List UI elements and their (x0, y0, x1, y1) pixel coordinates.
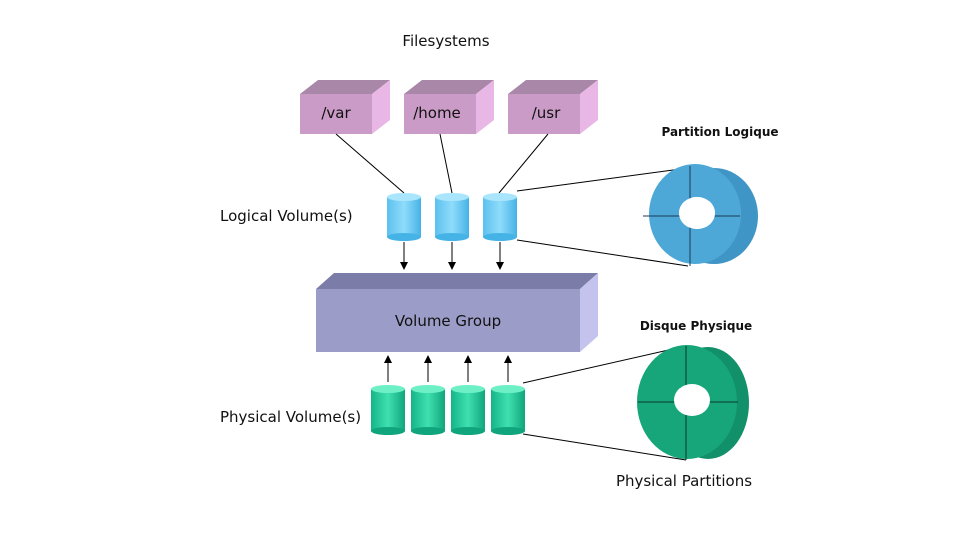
logical-volumes-label: Logical Volume(s) (220, 207, 353, 225)
fs-to-lv-connectors (335, 133, 549, 194)
physical-volume-2 (411, 385, 445, 435)
pv-zoom-lines (522, 345, 687, 461)
partition-logique-label: Partition Logique (661, 125, 778, 139)
logical-volume-2 (435, 193, 469, 241)
pv-to-vg-arrows (384, 355, 512, 382)
partition-logique-ring (643, 164, 758, 266)
filesystems-title: Filesystems (402, 32, 489, 50)
volume-group: Volume Group (316, 273, 598, 352)
physical-volume-3 (451, 385, 485, 435)
filesystem-label: /home (413, 104, 461, 122)
filesystem-label: /var (321, 104, 351, 122)
filesystem-var: /var (300, 80, 390, 134)
lv-to-vg-arrows (400, 242, 504, 270)
physical-volume-1 (371, 385, 405, 435)
logical-volume-1 (387, 193, 421, 241)
physical-volumes-label: Physical Volume(s) (220, 408, 361, 426)
volume-group-label: Volume Group (395, 312, 501, 330)
lv-zoom-lines (516, 167, 689, 267)
disque-physique-label: Disque Physique (640, 319, 752, 333)
physical-volume-4 (491, 385, 525, 435)
filesystem-usr: /usr (508, 80, 598, 134)
filesystem-home: /home (404, 80, 494, 134)
filesystem-label: /usr (532, 104, 561, 122)
physical-partitions-label: Physical Partitions (616, 472, 752, 490)
logical-volume-3 (483, 193, 517, 241)
disque-physique-ring (637, 345, 749, 460)
